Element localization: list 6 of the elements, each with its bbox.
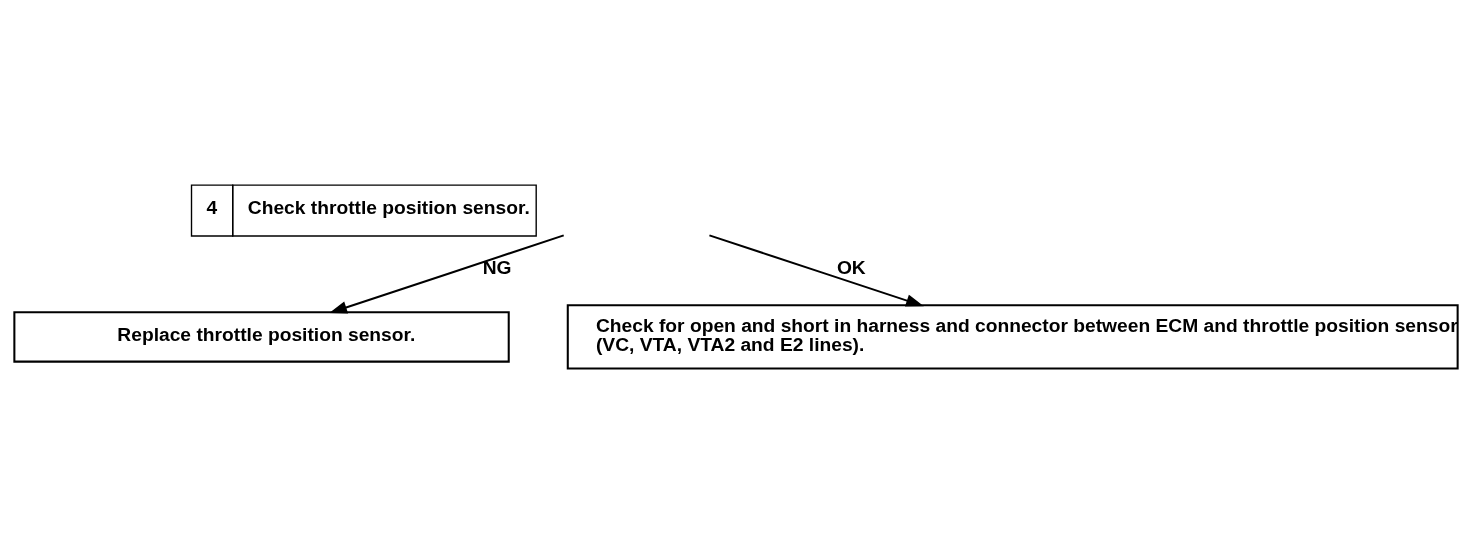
arrow (709, 233, 924, 307)
arrow (329, 233, 565, 313)
node-box: Replace throttle position sensor. (13, 310, 510, 363)
edge-label: NG (482, 256, 512, 278)
edge-label: OK (836, 256, 866, 278)
node-box: Check for open and short in harness and connector between ECM and throttle position sensor (VC, VTA, VTA2 and E2 lines). (566, 303, 1459, 370)
